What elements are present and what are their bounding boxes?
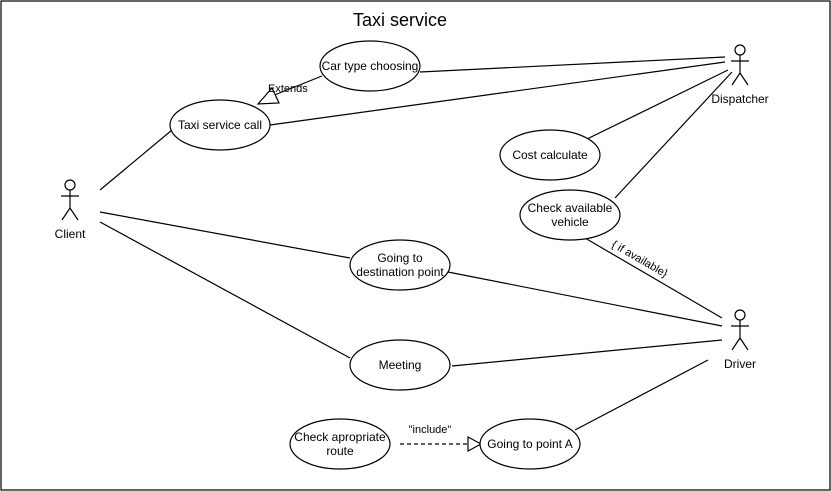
actor-dispatcher-icon bbox=[731, 44, 749, 86]
use-case-check-available-vehicle[interactable]: Check available vehicle bbox=[519, 189, 621, 241]
extends-line bbox=[271, 75, 323, 97]
assoc-check-dispatcher bbox=[614, 71, 733, 199]
svg-text:destination point: destination point bbox=[356, 265, 444, 279]
use-case-meeting[interactable]: Meeting bbox=[349, 339, 451, 391]
use-case-check-route[interactable]: Check apropriate route bbox=[289, 418, 391, 470]
include-arrowhead bbox=[467, 435, 483, 453]
actor-driver[interactable]: Driver bbox=[724, 309, 756, 371]
svg-text:vehicle: vehicle bbox=[551, 215, 589, 229]
assoc-destination-driver bbox=[447, 271, 723, 327]
svg-text:Going to: Going to bbox=[377, 251, 423, 265]
svg-text:route: route bbox=[326, 444, 354, 458]
assoc-check-driver bbox=[584, 237, 723, 319]
assoc-client-taxicall bbox=[99, 129, 173, 191]
svg-text:Check available: Check available bbox=[528, 201, 613, 215]
use-case-going-to-point-a[interactable]: Going to point A bbox=[479, 418, 581, 470]
associations bbox=[99, 56, 733, 431]
svg-text:Car type choosing: Car type choosing bbox=[322, 59, 419, 73]
actor-client[interactable]: Client bbox=[55, 179, 86, 241]
use-case-taxi-service-call[interactable]: Taxi service call bbox=[169, 99, 271, 151]
use-case-car-type-choosing[interactable]: Car type choosing bbox=[319, 40, 421, 92]
actor-dispatcher[interactable]: Dispatcher bbox=[711, 44, 769, 106]
svg-text:Check apropriate: Check apropriate bbox=[294, 430, 386, 444]
actor-client-label: Client bbox=[55, 227, 86, 241]
assoc-cost-dispatcher bbox=[584, 69, 729, 141]
include-label: "include" bbox=[409, 424, 452, 436]
assoc-cartype-dispatcher bbox=[419, 56, 726, 73]
svg-text:Going to point A: Going to point A bbox=[487, 437, 572, 451]
extends-arrowhead bbox=[256, 86, 280, 105]
extends-relation: Extends bbox=[256, 75, 323, 105]
assoc-pointa-driver bbox=[574, 359, 709, 431]
actor-driver-label: Driver bbox=[724, 357, 756, 371]
use-case-cost-calculate[interactable]: Cost calculate bbox=[499, 129, 601, 181]
assoc-taxicall-dispatcher bbox=[269, 61, 726, 126]
diagram-title: Taxi service bbox=[353, 10, 447, 30]
svg-text:Meeting: Meeting bbox=[379, 358, 422, 372]
actor-dispatcher-label: Dispatcher bbox=[711, 92, 768, 106]
assoc-client-destination bbox=[99, 211, 351, 259]
include-relation: "include" bbox=[400, 424, 483, 453]
extends-label: Extends bbox=[268, 83, 308, 95]
actor-client-icon bbox=[61, 179, 79, 221]
assoc-meeting-driver bbox=[451, 339, 723, 367]
use-case-going-to-destination[interactable]: Going to destination point bbox=[349, 239, 451, 291]
svg-text:Taxi service call: Taxi service call bbox=[178, 118, 262, 132]
actor-driver-icon bbox=[731, 309, 749, 351]
assoc-client-meeting bbox=[99, 221, 351, 359]
svg-text:Cost calculate: Cost calculate bbox=[512, 148, 588, 162]
